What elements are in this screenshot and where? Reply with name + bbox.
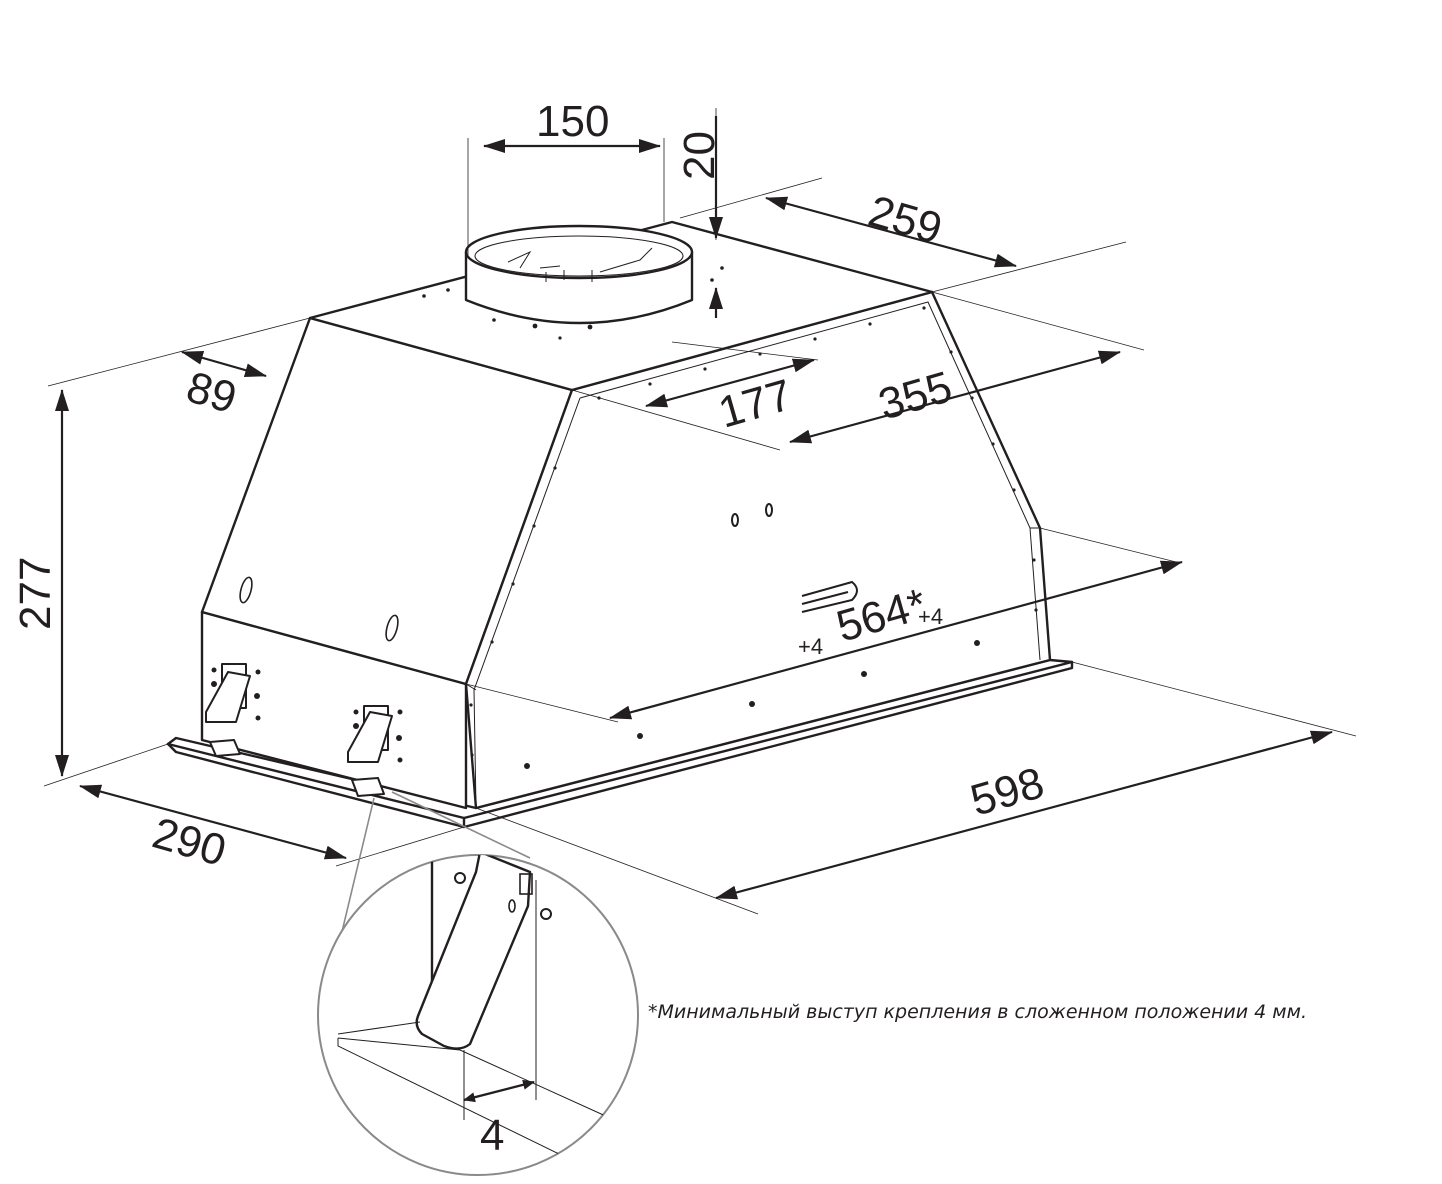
outlet-collar [464, 224, 694, 325]
mounting-bracket-left [205, 663, 261, 757]
bracket-detail-callout [317, 791, 639, 1176]
footnote: *Минимальный выступ крепления в сложенно… [648, 1001, 1307, 1023]
top-holes [422, 266, 724, 340]
dim-cutout-tolerance-left: +4 [798, 634, 823, 659]
dim-base-depth: 290 [147, 809, 231, 876]
dim-outlet-height: 20 [675, 131, 724, 180]
dim-base-width: 598 [965, 758, 1049, 825]
dim-front-offset: 89 [181, 363, 242, 424]
dim-top-depth: 259 [863, 187, 947, 254]
dimension-arrows [55, 116, 1333, 900]
mounting-bracket-right [347, 705, 403, 797]
hood-body [166, 220, 1074, 829]
dim-height: 277 [11, 557, 60, 630]
dim-cutout-tolerance-right: +4 [918, 604, 943, 629]
dim-bracket-projection: 4 [480, 1111, 504, 1160]
dim-outlet-diameter: 150 [536, 97, 609, 146]
